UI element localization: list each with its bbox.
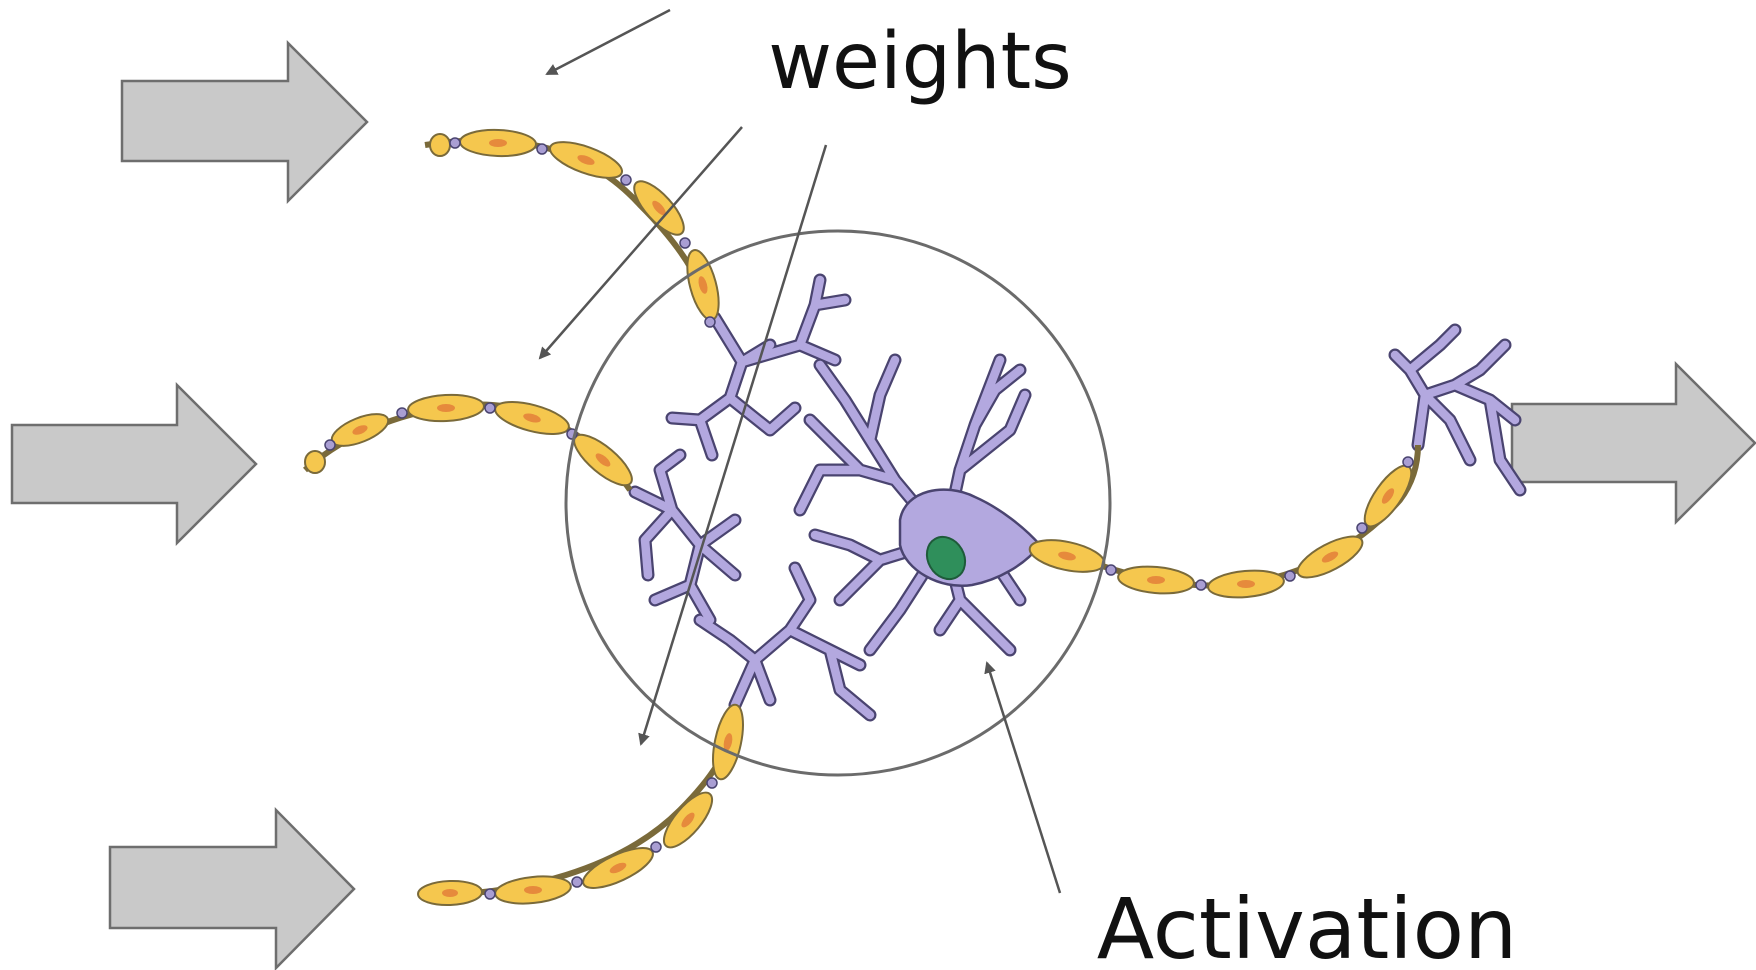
activation-label: Activation	[1097, 880, 1518, 970]
neuron	[305, 129, 1520, 907]
activation-pointer	[987, 663, 1060, 893]
axons	[305, 129, 1419, 907]
input-arrow-bottom	[110, 810, 354, 968]
myelin-spots	[351, 139, 1396, 897]
input-arrow-middle	[12, 385, 256, 543]
weights-label: weights	[768, 17, 1072, 107]
nodes-of-ranvier	[325, 138, 1413, 899]
myelin-segments	[305, 129, 1419, 907]
cell-body	[900, 490, 1040, 586]
input-arrow-top	[122, 43, 367, 201]
output-arrow	[1512, 364, 1755, 522]
weights-pointer-top	[547, 10, 670, 74]
input-arrows	[12, 43, 367, 968]
